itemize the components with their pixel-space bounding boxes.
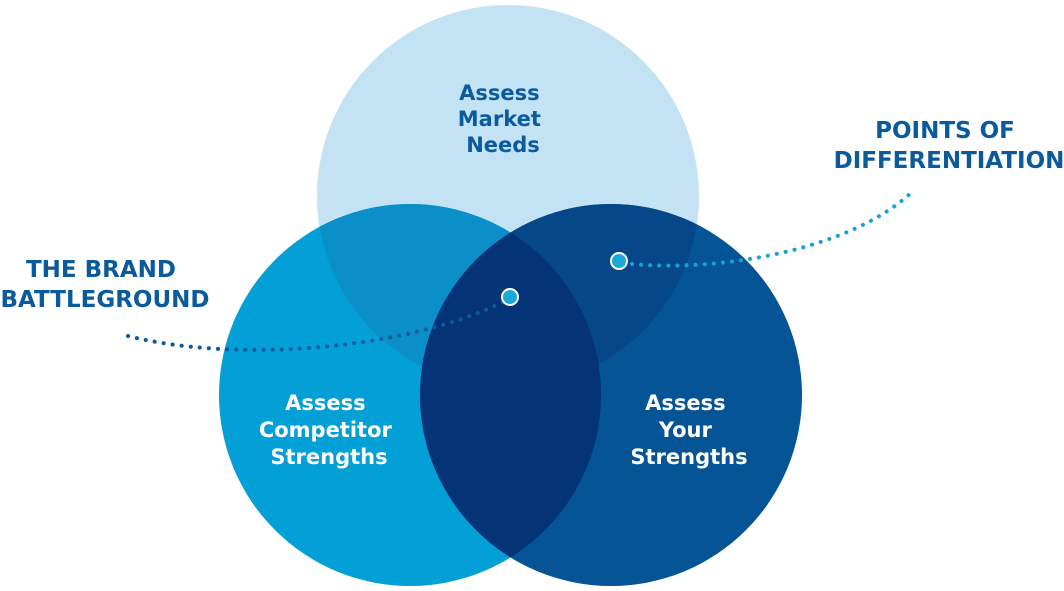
differentiation-callout-line-1: POINTS OF bbox=[875, 118, 1015, 144]
competitor-strengths-label-line-3: Strengths bbox=[270, 445, 387, 469]
your-strengths-label-line-3: Strengths bbox=[630, 445, 747, 469]
competitor-strengths-label: Assess Competitor Strengths bbox=[259, 391, 399, 469]
market-needs-label-line-1: Assess bbox=[459, 81, 540, 105]
competitor-strengths-label-line-1: Assess bbox=[285, 391, 366, 415]
battleground-callout-line-1: THE BRAND bbox=[26, 257, 176, 283]
differentiation-callout-line-2: DIFFERENTIATION bbox=[834, 148, 1064, 174]
market-needs-label-line-3: Needs bbox=[466, 133, 540, 157]
battleground-callout-label: THE BRAND BATTLEGROUND bbox=[1, 257, 210, 313]
battleground-callout-line-2: BATTLEGROUND bbox=[1, 287, 210, 313]
battleground-callout-line bbox=[126, 300, 505, 352]
your-strengths-label-line-2: Your bbox=[658, 418, 713, 442]
differentiation-callout-line bbox=[630, 190, 914, 268]
differentiation-callout-label: POINTS OF DIFFERENTIATION bbox=[834, 118, 1064, 174]
differentiation-marker bbox=[610, 252, 628, 270]
your-strengths-label-line-1: Assess bbox=[645, 391, 726, 415]
market-needs-label: Assess Market Needs bbox=[458, 81, 548, 157]
your-strengths-label: Assess Your Strengths bbox=[630, 391, 747, 469]
market-needs-label-line-2: Market bbox=[458, 107, 541, 131]
battleground-marker bbox=[501, 288, 519, 306]
competitor-strengths-label-line-2: Competitor bbox=[259, 418, 393, 442]
